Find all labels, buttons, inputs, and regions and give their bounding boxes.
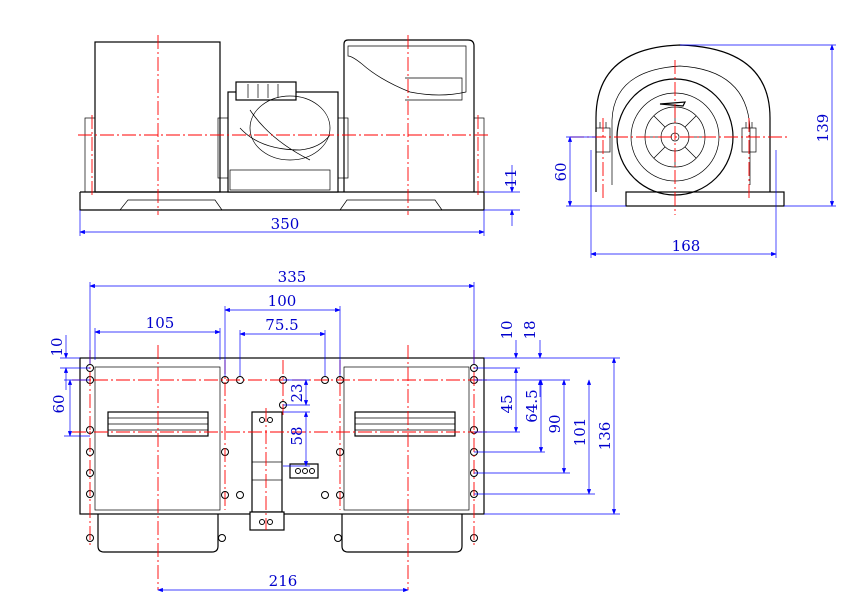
motor-frame bbox=[227, 91, 339, 193]
right-scroll bbox=[347, 45, 467, 96]
dim-overall-length: 335 bbox=[278, 268, 307, 286]
base-cutouts bbox=[119, 199, 443, 211]
side-scroll-inner bbox=[611, 65, 751, 185]
rotation-arrow bbox=[659, 101, 687, 107]
dim-right-18: 18 bbox=[521, 320, 539, 339]
motor-wiring bbox=[239, 109, 331, 161]
left-housing bbox=[94, 41, 221, 193]
side-view: 168 139 60 bbox=[552, 44, 836, 258]
dim-right-101: 101 bbox=[571, 418, 589, 447]
dim-mid-58: 58 bbox=[288, 426, 306, 445]
right-housing bbox=[343, 39, 475, 192]
dim-mid-23: 23 bbox=[288, 383, 306, 402]
dim-mount-75: 75.5 bbox=[265, 316, 298, 334]
dim-axis-height: 60 bbox=[552, 162, 570, 181]
dim-right-10: 10 bbox=[498, 320, 516, 339]
dim-side-width: 168 bbox=[672, 237, 701, 255]
dim-right-90: 90 bbox=[546, 414, 564, 433]
dim-right-136: 136 bbox=[596, 422, 614, 451]
right-scroll-outlet bbox=[341, 514, 463, 553]
dim-left-60: 60 bbox=[50, 394, 68, 413]
base-plate bbox=[79, 191, 485, 211]
front-view: 350 11 bbox=[78, 35, 520, 236]
dim-side-height: 139 bbox=[814, 114, 832, 143]
side-base bbox=[625, 191, 785, 207]
right-inlet bbox=[405, 77, 463, 101]
dim-mount-100: 100 bbox=[268, 292, 297, 310]
dim-right-64: 64.5 bbox=[523, 389, 541, 422]
motor-terminal-block bbox=[235, 81, 297, 101]
dim-front-width: 350 bbox=[271, 215, 300, 233]
dim-wheel-105: 105 bbox=[146, 314, 175, 332]
dim-right-45: 45 bbox=[498, 394, 516, 413]
motor-body bbox=[249, 95, 331, 161]
dim-base-height: 11 bbox=[502, 168, 520, 187]
bottom-view: 335 100 75.5 105 216 10 60 23 bbox=[48, 268, 620, 593]
dim-center-216: 216 bbox=[269, 572, 298, 590]
side-scroll-housing bbox=[595, 44, 771, 192]
dim-left-10: 10 bbox=[48, 337, 66, 356]
